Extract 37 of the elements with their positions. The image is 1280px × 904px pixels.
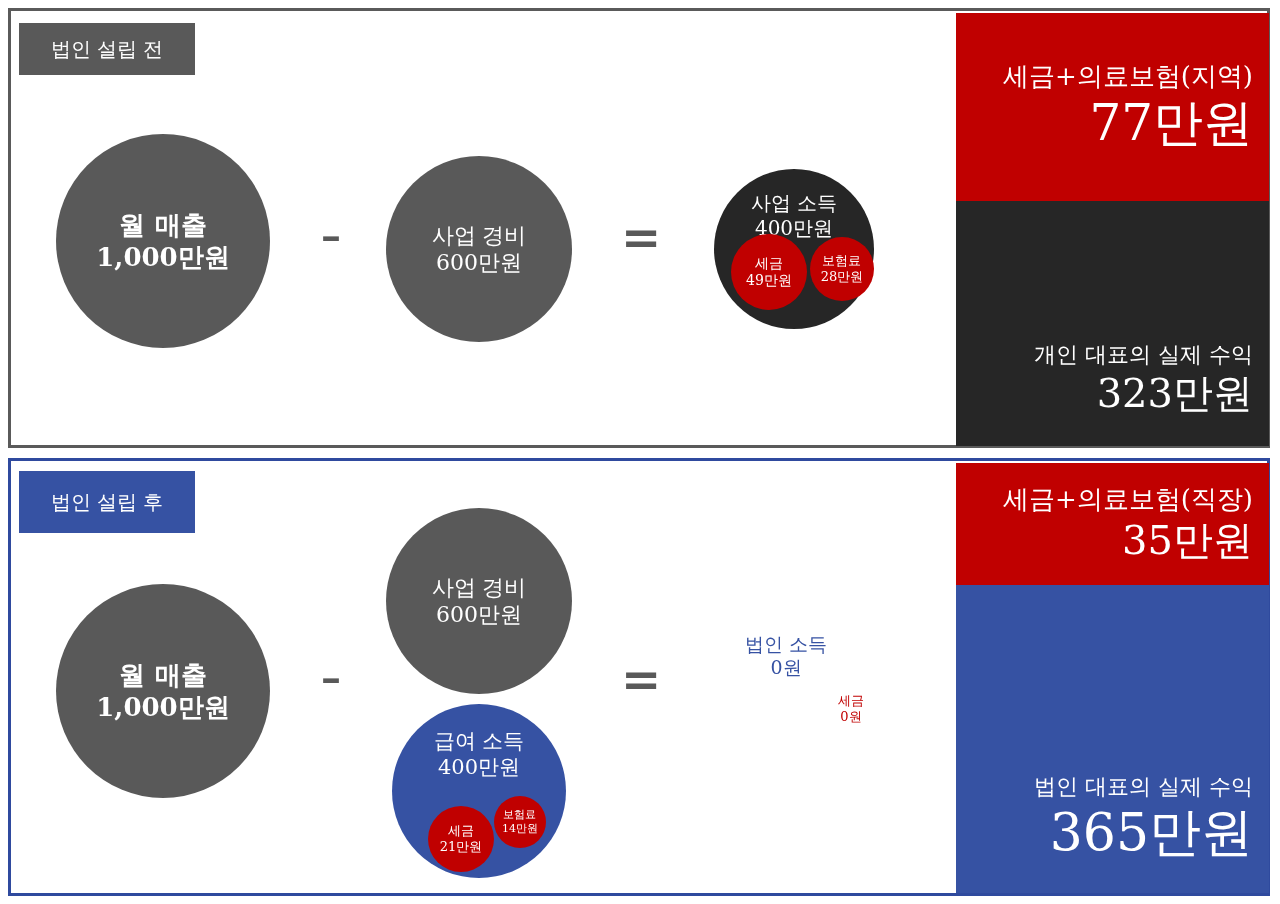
section-title: 법인 설립 후 bbox=[50, 488, 164, 516]
amount-circle bbox=[428, 806, 494, 872]
summary-title: 세금+의료보험(지역) bbox=[1001, 59, 1253, 92]
amount-text: 월 매출 1,000만원 bbox=[95, 658, 231, 724]
summary-panel bbox=[956, 463, 1269, 585]
equals-sign: = bbox=[619, 651, 663, 709]
amount-text: 월 매출 1,000만원 bbox=[95, 208, 231, 274]
summary-title: 개인 대표의 실제 수익 bbox=[1033, 340, 1253, 368]
section-tag bbox=[19, 23, 195, 75]
amount-value: 323만원 bbox=[1095, 369, 1253, 418]
minus-sign: – bbox=[320, 653, 342, 701]
panel-background bbox=[8, 8, 1270, 448]
amount-value: 35만원 bbox=[1121, 516, 1253, 566]
amount-text: 보험료 14만원 bbox=[501, 808, 539, 836]
amount-value: 77만원 bbox=[1088, 93, 1253, 154]
corporate-income-text: 법인 소득 0원 bbox=[743, 633, 828, 679]
panel-background bbox=[8, 458, 1270, 896]
amount-text: 세금 49만원 bbox=[745, 254, 793, 290]
amount-text: 세금 21만원 bbox=[438, 822, 484, 856]
amount-text: 보험료 28만원 bbox=[819, 252, 865, 286]
summary-panel bbox=[956, 585, 1269, 893]
summary-title: 법인 대표의 실제 수익 bbox=[1033, 772, 1253, 800]
equals-sign: = bbox=[619, 209, 663, 267]
summary-title: 세금+의료보험(직장) bbox=[1001, 482, 1253, 516]
amount-value: 365만원 bbox=[1048, 801, 1253, 864]
amount-text: 사업 경비 600만원 bbox=[430, 221, 528, 277]
section-title: 법인 설립 전 bbox=[50, 35, 164, 63]
section-tag bbox=[19, 471, 195, 533]
amount-text: 급여 소득 400만원 bbox=[432, 728, 526, 781]
amount-circle bbox=[810, 237, 874, 301]
amount-text: 사업 경비 600만원 bbox=[430, 573, 528, 629]
summary-panel bbox=[956, 13, 1269, 201]
amount-circle bbox=[494, 796, 546, 848]
minus-sign: – bbox=[320, 211, 342, 259]
tax-text: 세금 0원 bbox=[837, 693, 865, 725]
amount-text: 사업 소득 400만원 bbox=[749, 191, 839, 241]
summary-panel bbox=[956, 201, 1269, 446]
